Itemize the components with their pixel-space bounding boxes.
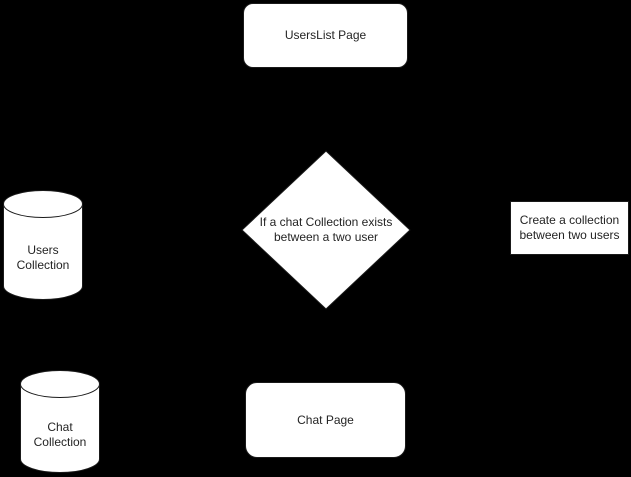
create-collection-label-line2: between two users xyxy=(519,228,620,242)
chat-collection-label-line2: Collection xyxy=(33,434,87,449)
chat-collection-label-line1: Chat xyxy=(47,419,73,434)
node-userslist-page: UsersList Page xyxy=(243,3,408,68)
users-collection-label: Users Collection xyxy=(3,216,83,300)
database-cylinder-shape xyxy=(20,370,100,473)
node-users-collection-database: Users Collection xyxy=(3,190,83,300)
decision-label-line2: between a two user xyxy=(273,230,379,244)
node-chat-page: Chat Page xyxy=(245,382,406,458)
database-cylinder-shape xyxy=(3,190,83,300)
users-collection-label-line2: Collection xyxy=(16,258,70,272)
chat-collection-label: Chat Collection xyxy=(20,396,100,473)
decision-label-line1: If a chat Collection exists xyxy=(259,215,393,229)
node-decision-chat-exists: If a chat Collection exists between a tw… xyxy=(241,150,411,310)
users-collection-label-line1: Users xyxy=(27,243,59,257)
decision-label: If a chat Collection exists between a tw… xyxy=(241,150,411,310)
diamond-shape xyxy=(241,150,411,310)
chat-page-label: Chat Page xyxy=(297,412,354,427)
node-chat-collection-database: Chat Collection xyxy=(20,370,100,473)
userslist-page-label: UsersList Page xyxy=(284,28,367,42)
create-collection-label-line1: Create a collection xyxy=(519,213,620,227)
node-create-collection: Create a collection between two users xyxy=(510,201,629,255)
